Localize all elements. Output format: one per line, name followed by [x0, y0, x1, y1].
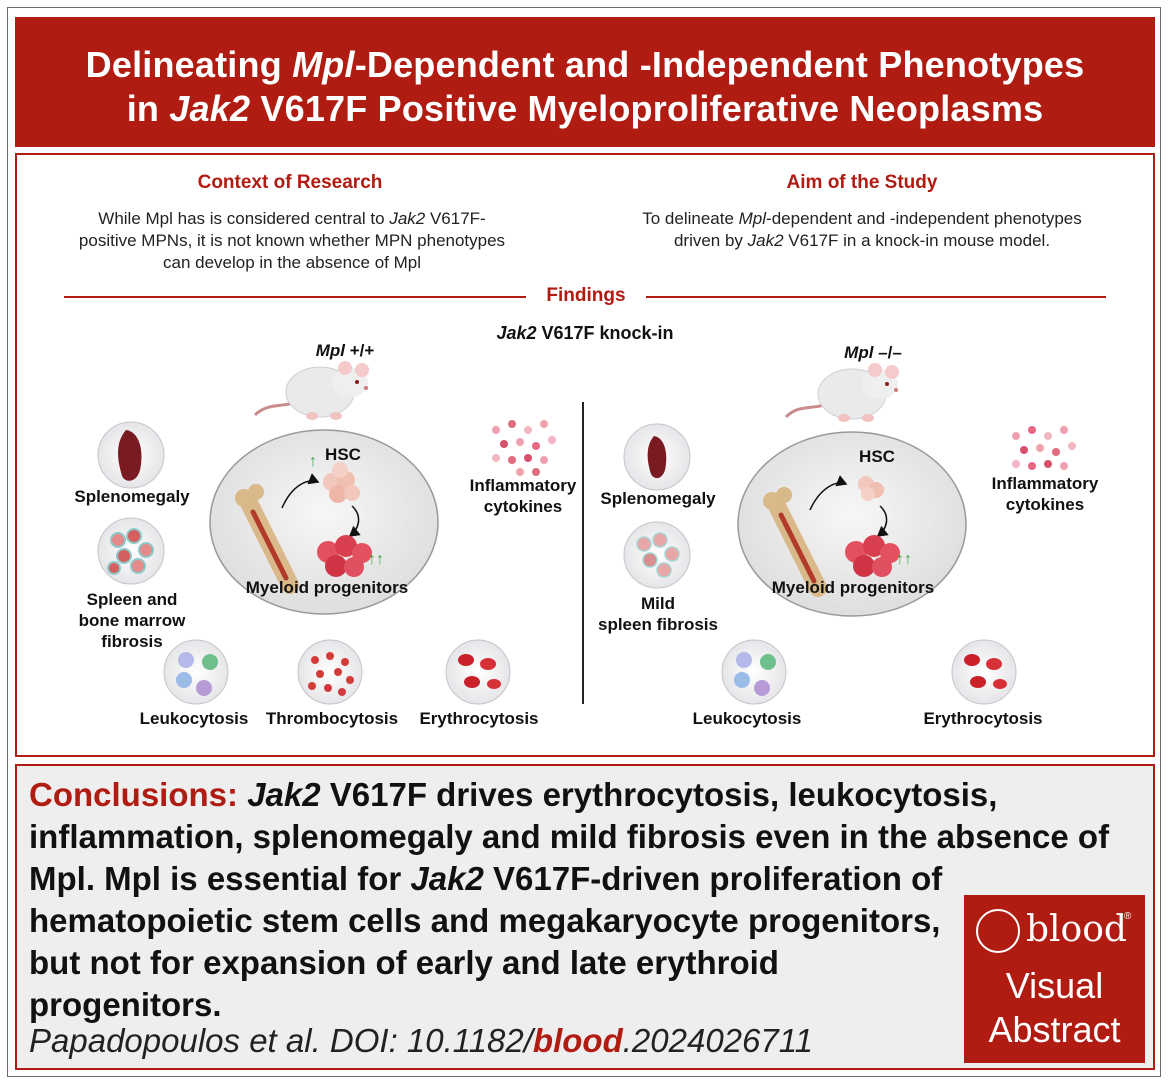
arrow-icon [348, 505, 361, 537]
myeloid-cluster-icon [845, 535, 900, 577]
fibrosis-thumb [97, 517, 165, 585]
spleen-icon [647, 436, 667, 479]
model-label: Jak2 V617F knock-in [496, 323, 674, 343]
arrow-icon [281, 473, 320, 509]
erythrocyte-thumb [445, 639, 511, 705]
splenomegaly-label: Splenomegaly [74, 487, 190, 506]
bone-icon [763, 487, 827, 597]
aim-heading: Aim of the Study [786, 172, 938, 193]
citation: Papadopoulos et al. DOI: 10.1182/blood.2… [29, 1022, 813, 1059]
title-banner: Delineating Mpl-Dependent and -Independe… [15, 17, 1155, 147]
hsc-cluster-icon [858, 476, 884, 501]
outer-frame [7, 7, 1161, 1077]
leukocyte-icon [734, 652, 776, 696]
center-divider [582, 402, 584, 704]
findings-heading: Findings [546, 285, 626, 306]
context-heading: Context of Research [197, 172, 383, 193]
leukocytosis-label: Leukocytosis [692, 709, 802, 728]
cytokines-icon [492, 420, 556, 476]
blood-visual-abstract-logo: blood ® Visual Abstract [964, 895, 1145, 1063]
mouse-icon [253, 361, 369, 420]
hsc-cluster-icon [323, 462, 360, 503]
up-arrow-icon: ↑↑ [896, 551, 912, 568]
bone-icon [235, 484, 299, 594]
fibrosis-icon [107, 528, 154, 575]
context-text: While Mpl has is considered central to J… [78, 209, 506, 272]
leukocytosis-label: Leukocytosis [139, 709, 249, 728]
aim-text: To delineate Mpl-dependent and -independ… [642, 209, 1082, 250]
myeloid-cluster-icon [317, 535, 372, 577]
erythrocyte-icon [964, 654, 1007, 689]
up-arrow-icon: ↑↑ [368, 551, 384, 568]
arrow-icon [809, 475, 848, 511]
arrow-icon [876, 505, 889, 537]
society-seal-icon [976, 909, 1020, 953]
title-line-2: in Jak2 V617F Positive Myeloproliferativ… [126, 88, 1044, 129]
leukocyte-thumb [721, 639, 787, 705]
spleen-icon [118, 430, 142, 481]
up-arrow-icon: ↑ [309, 453, 317, 470]
leukocyte-icon [176, 652, 218, 696]
erythrocytosis-label: Erythrocytosis [923, 709, 1043, 728]
bone-marrow-circle [737, 431, 967, 617]
fibrosis-icon [636, 532, 680, 578]
thrombocytosis-label: Thrombocytosis [265, 709, 399, 728]
hsc-label: HSC [859, 447, 895, 466]
fibrosis-thumb [623, 521, 691, 589]
cytokines-icon [1012, 426, 1076, 470]
splenomegaly-label: Splenomegaly [600, 489, 716, 508]
genotype-right: Mpl –/– [844, 343, 902, 362]
title-line-1: Delineating Mpl-Dependent and -Independe… [85, 44, 1085, 85]
hsc-label: HSC [325, 445, 361, 464]
erythrocyte-icon [458, 654, 501, 689]
myeloid-label: Myeloid progenitors [771, 578, 935, 597]
myeloid-label: Myeloid progenitors [245, 578, 409, 597]
erythrocyte-thumb [951, 639, 1017, 705]
platelet-icon [308, 652, 354, 696]
conclusions-text: Conclusions: Jak2 V617F drives erythrocy… [29, 776, 1110, 1023]
findings-rule-right [646, 296, 1106, 298]
erythrocytosis-label: Erythrocytosis [419, 709, 539, 728]
mouse-icon [784, 363, 899, 422]
conclusions-label: Conclusions: [29, 776, 239, 813]
genotype-left: Mpl +/+ [315, 341, 375, 360]
platelet-thumb [297, 639, 363, 705]
findings-rule-left [64, 296, 526, 298]
bone-marrow-circle [209, 429, 439, 615]
